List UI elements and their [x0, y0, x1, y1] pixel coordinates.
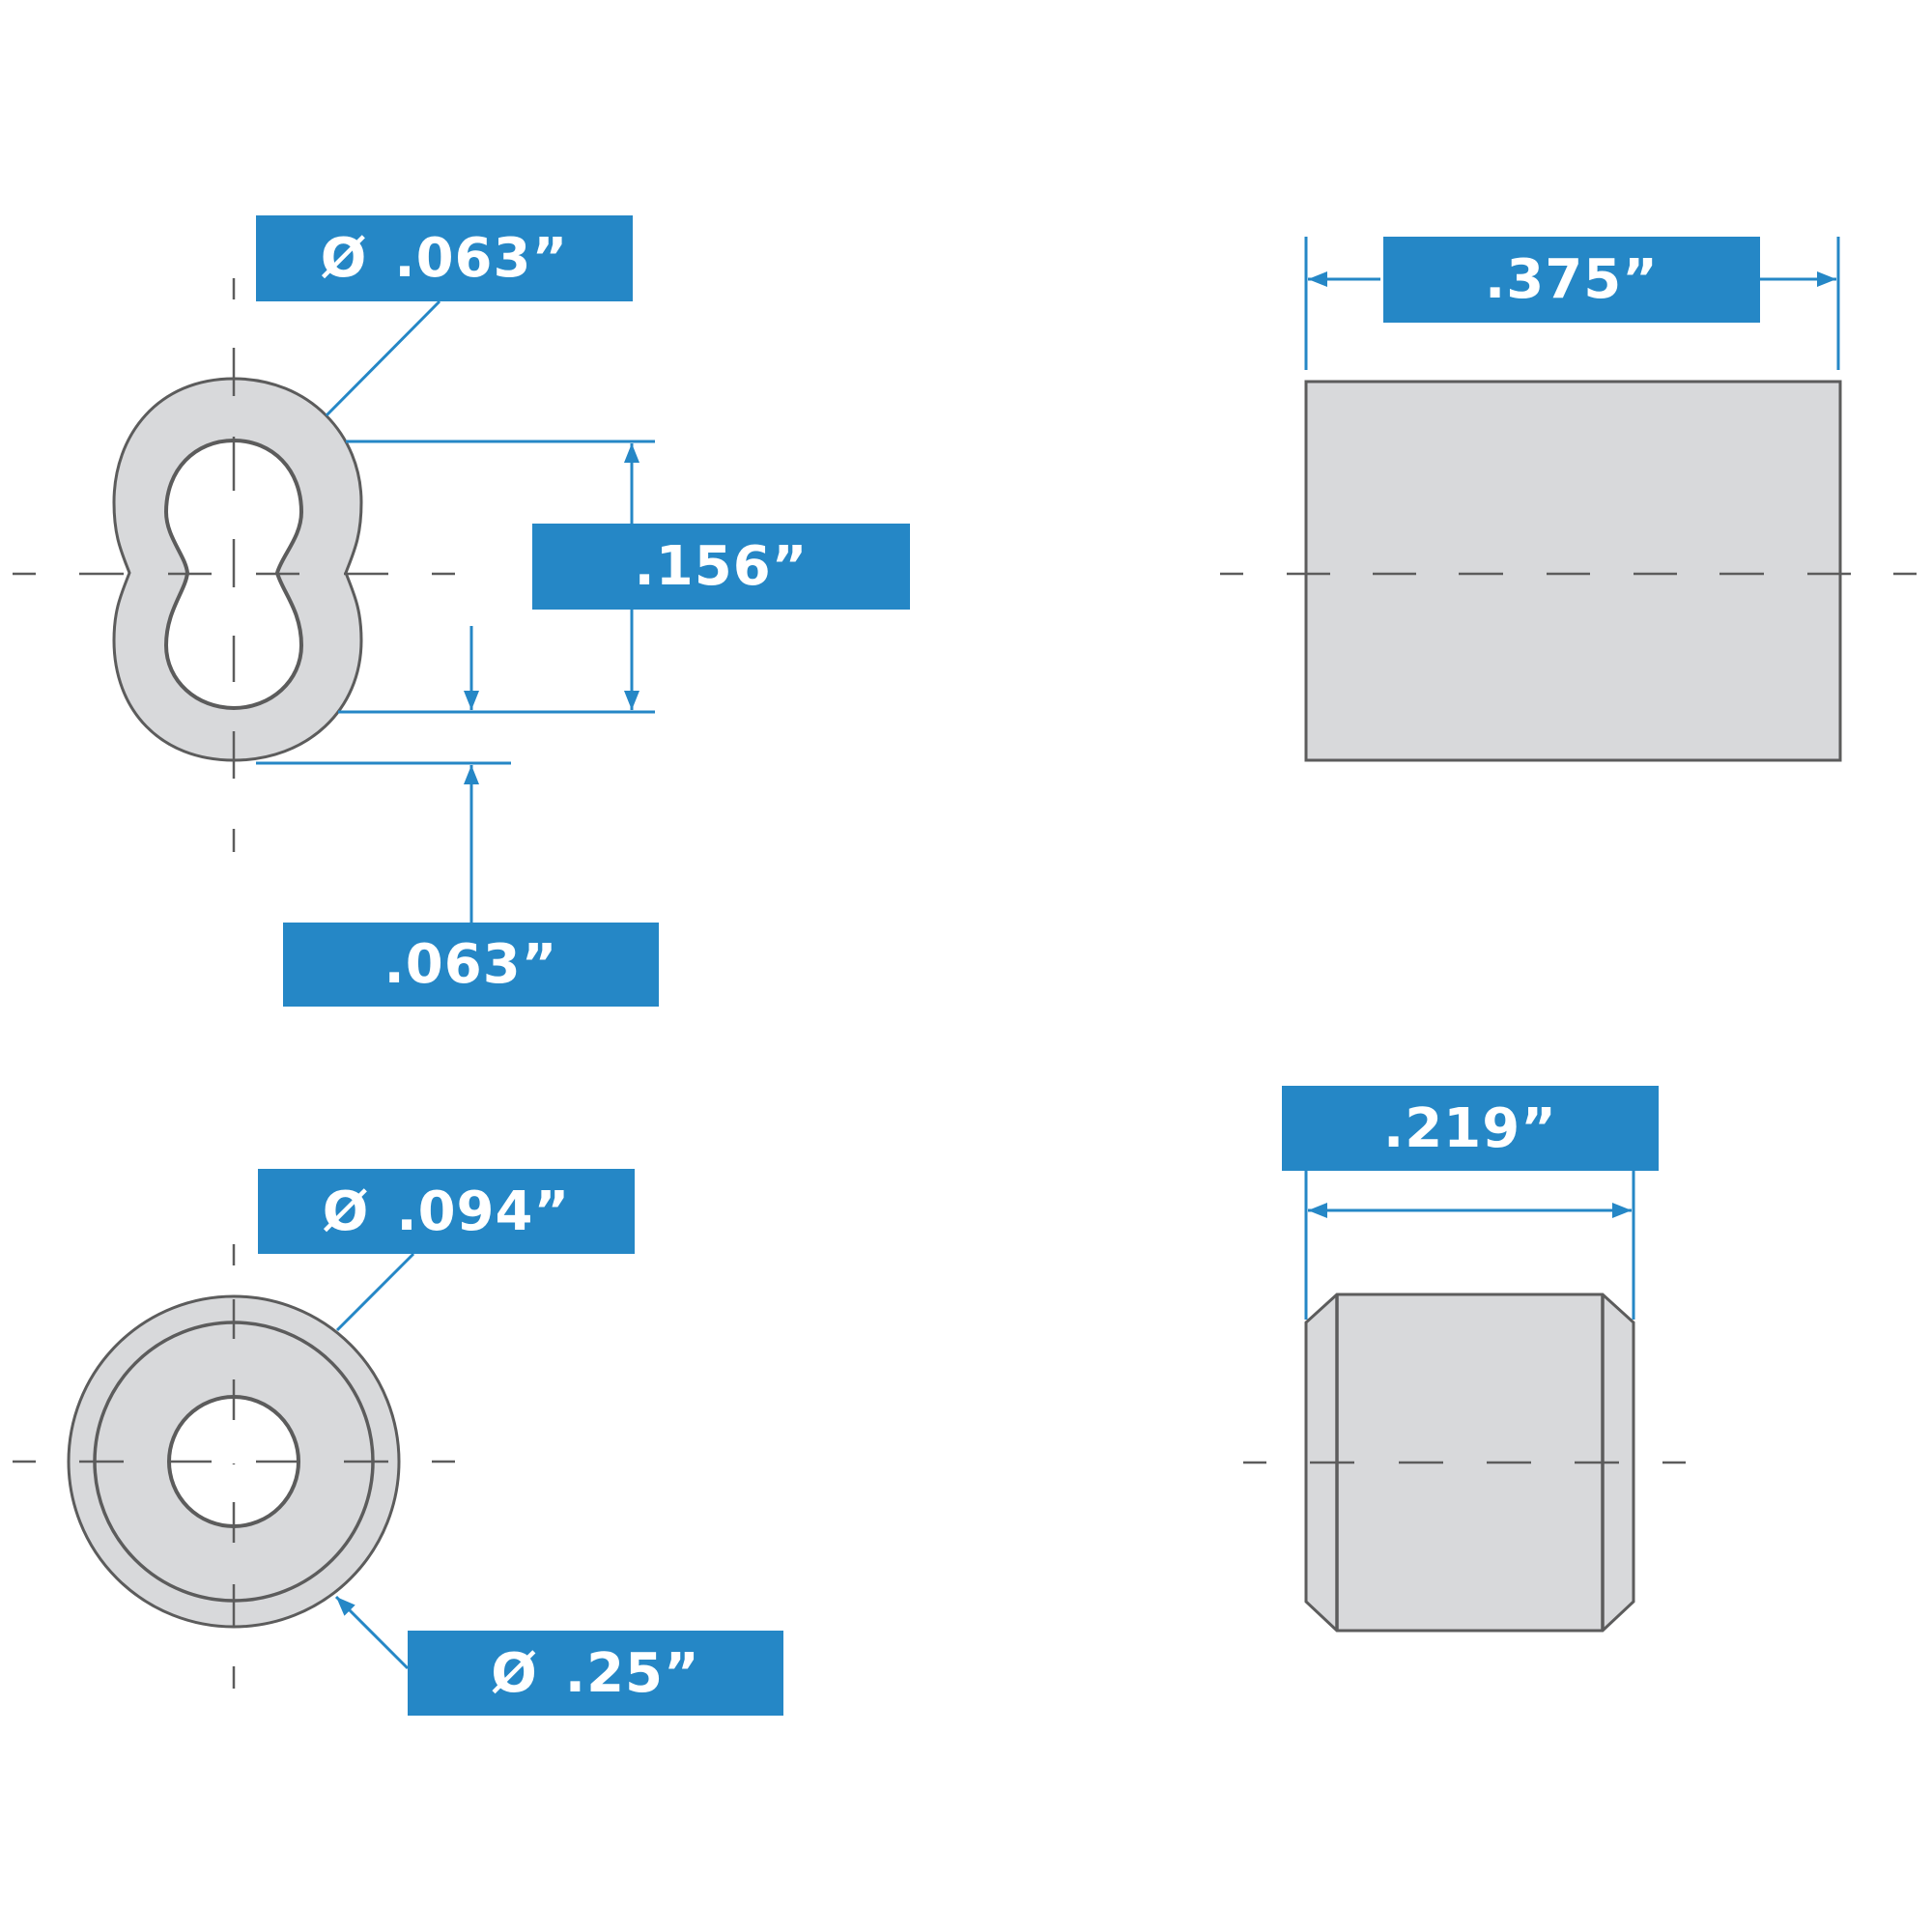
label-oval-height: .156”	[532, 524, 910, 610]
dimension-value: .094”	[396, 1179, 571, 1243]
round-sleeve-end-view	[13, 1244, 455, 1689]
oval-sleeve-centerlines	[13, 278, 455, 852]
diameter-symbol: Ø	[320, 227, 368, 290]
dimension-value: .063”	[384, 933, 558, 996]
diameter-symbol: Ø	[491, 1641, 538, 1705]
dimension-value: .375”	[1485, 248, 1659, 311]
oval-sleeve-dimensions	[256, 299, 655, 923]
oval-sleeve-side-body	[1304, 380, 1842, 762]
oval-sleeve-end-view	[13, 278, 655, 923]
diameter-symbol: Ø	[322, 1179, 370, 1243]
label-oval-outer-diameter: Ø .063”	[256, 215, 633, 301]
oval-sleeve-side-view	[1220, 237, 1917, 762]
dimension-value: .219”	[1383, 1096, 1557, 1160]
round-sleeve-centerlines	[13, 1244, 455, 1689]
length-dimension-375	[1304, 237, 1840, 370]
dimension-value: .156”	[634, 535, 809, 598]
label-round-inner-diameter: Ø .094”	[258, 1169, 635, 1254]
length-dimension-219	[1304, 1171, 1635, 1320]
dimension-value: .25”	[564, 1641, 700, 1705]
round-sleeve-side-view	[1243, 1171, 1686, 1633]
label-oval-length: .375”	[1383, 237, 1760, 323]
label-oval-wall: .063”	[283, 923, 659, 1007]
round-sleeve-leaders	[334, 1252, 415, 1670]
dimension-value: .063”	[394, 227, 569, 290]
label-round-outer-diameter: Ø .25”	[408, 1631, 783, 1716]
label-round-length: .219”	[1282, 1086, 1659, 1171]
